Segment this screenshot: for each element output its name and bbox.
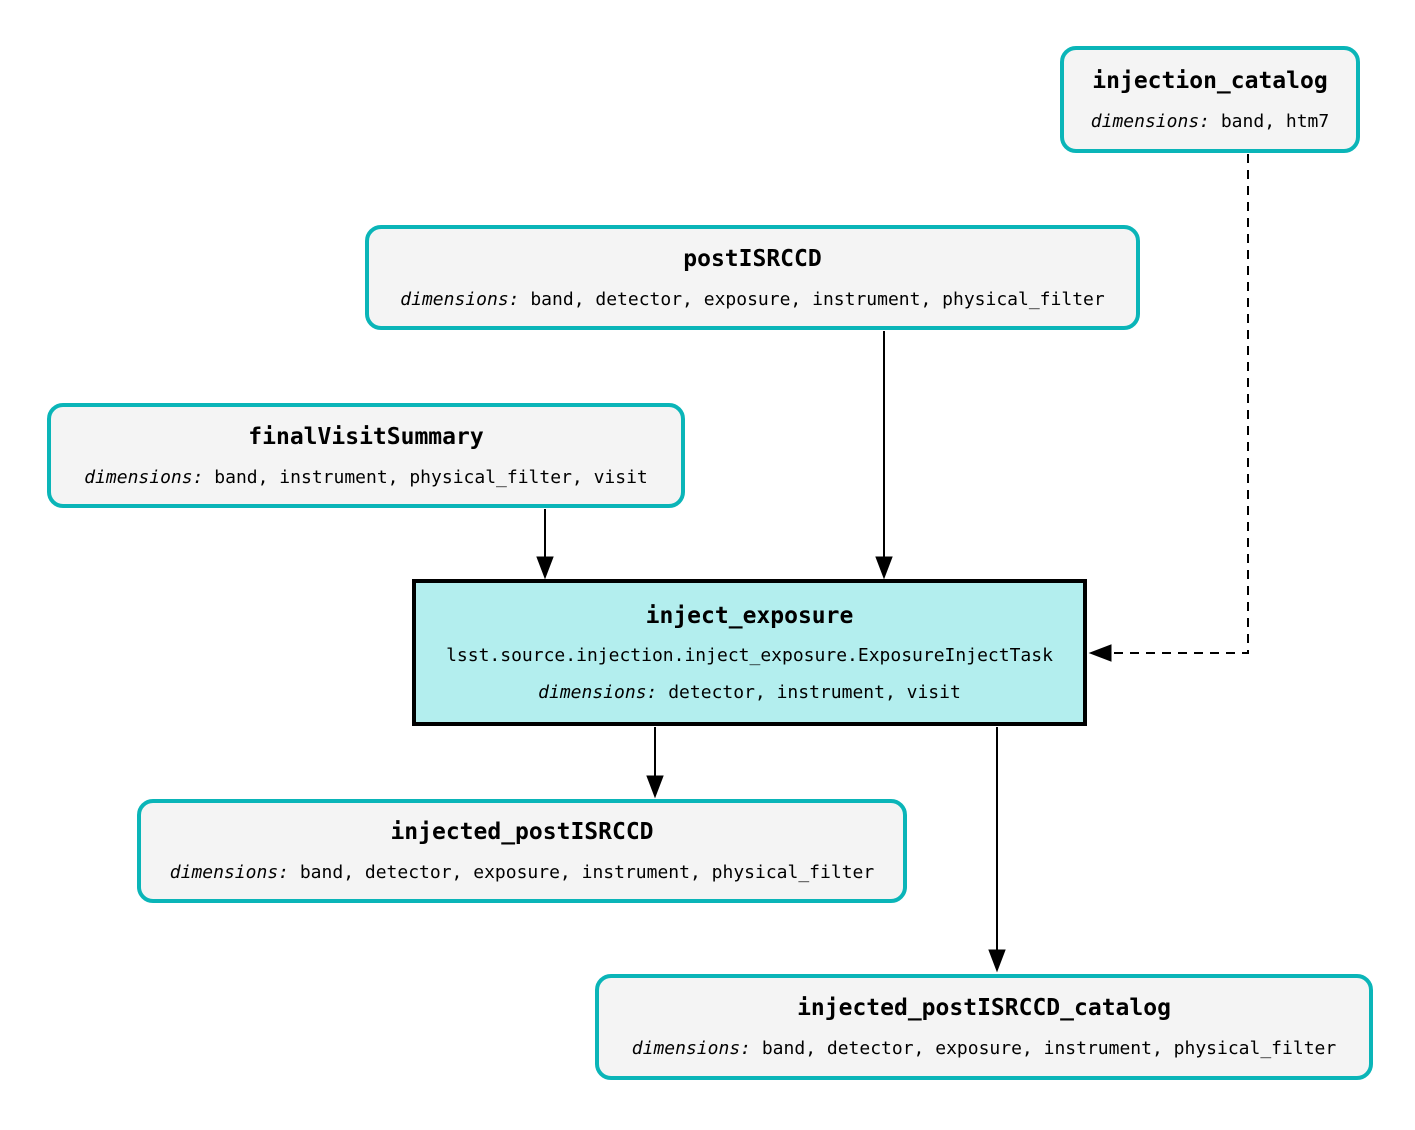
node-title: injection_catalog (1092, 67, 1328, 94)
arrowhead-left-icon (1088, 644, 1112, 662)
node-injection-catalog: injection_catalog dimensions: band, htm7 (1060, 46, 1360, 153)
arrowhead-down-icon (988, 949, 1006, 973)
task-class-path: lsst.source.injection.inject_exposure.Ex… (446, 644, 1053, 666)
node-dimensions: dimensions: band, detector, exposure, in… (400, 289, 1104, 311)
edge-finalvisitsummary-to-inject-exposure (536, 509, 554, 580)
edge-inject-exposure-to-injected-postisrccd (646, 727, 664, 799)
dimensions-label: dimensions: (169, 862, 289, 883)
dimensions-value: band, detector, exposure, instrument, ph… (530, 288, 1105, 310)
node-dimensions: dimensions: detector, instrument, visit (538, 682, 961, 704)
node-injected-postisrccd-catalog: injected_postISRCCD_catalog dimensions: … (595, 974, 1373, 1080)
node-dimensions: dimensions: band, htm7 (1091, 111, 1329, 133)
node-title: injected_postISRCCD_catalog (797, 995, 1171, 1021)
node-title: postISRCCD (683, 245, 822, 272)
dimensions-label: dimensions: (400, 288, 520, 310)
dimensions-label: dimensions: (1090, 110, 1210, 132)
dimensions-label: dimensions: (538, 681, 658, 703)
edge-postisrccd-to-inject-exposure (875, 331, 893, 580)
dimensions-value: band, detector, exposure, instrument, ph… (299, 862, 875, 883)
node-title: inject_exposure (645, 602, 854, 629)
dimensions-value: band, htm7 (1220, 110, 1330, 132)
dimensions-label: dimensions: (84, 466, 204, 488)
arrowhead-down-icon (536, 556, 554, 580)
arrowhead-down-icon (875, 556, 893, 580)
node-dimensions: dimensions: band, instrument, physical_f… (84, 467, 648, 489)
node-dimensions: dimensions: band, detector, exposure, in… (170, 862, 874, 884)
node-dimensions: dimensions: band, detector, exposure, in… (632, 1038, 1336, 1060)
node-title: injected_postISRCCD (390, 819, 654, 845)
node-inject-exposure-task: inject_exposure lsst.source.injection.in… (412, 579, 1087, 726)
dimensions-label: dimensions: (631, 1038, 751, 1059)
dimensions-value: band, instrument, physical_filter, visit (214, 466, 648, 488)
dimensions-value: band, detector, exposure, instrument, ph… (761, 1038, 1337, 1059)
edge-inject-exposure-to-injected-postisrccd-catalog (988, 727, 1006, 973)
arrowhead-down-icon (646, 775, 664, 799)
node-finalvisitsummary: finalVisitSummary dimensions: band, inst… (47, 403, 685, 508)
dimensions-value: detector, instrument, visit (668, 681, 961, 703)
node-title: finalVisitSummary (248, 423, 484, 450)
node-postisrccd: postISRCCD dimensions: band, detector, e… (365, 225, 1140, 330)
node-injected-postisrccd: injected_postISRCCD dimensions: band, de… (137, 799, 907, 903)
